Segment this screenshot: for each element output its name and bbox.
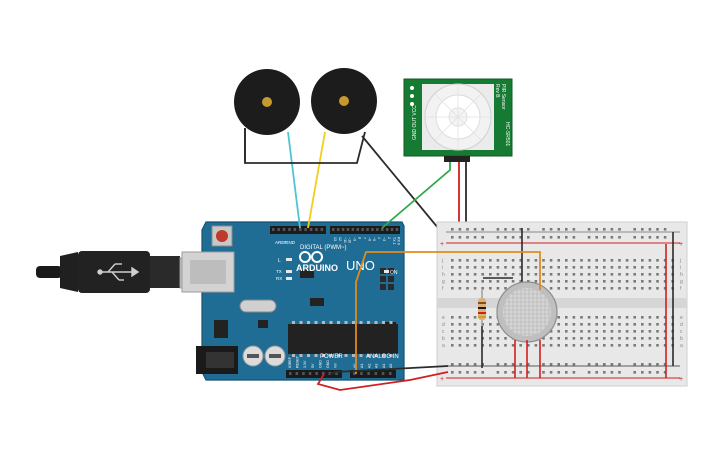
rx-led <box>286 277 292 280</box>
header-digital <box>330 226 400 234</box>
usb-icon <box>97 263 140 281</box>
row-letter: b <box>442 336 445 342</box>
digital-pin-label: ~9 <box>353 237 357 241</box>
row-letter: h <box>680 272 683 278</box>
rail-plus-top-right: + <box>679 241 683 248</box>
rail-plus-bottom-right: + <box>679 376 683 383</box>
analog-pin-label: A4 <box>382 364 386 368</box>
pir-model: HC-SR501 <box>504 122 510 146</box>
row-letter: f <box>680 286 682 292</box>
analog-pin-label: A2 <box>367 364 371 368</box>
tx-led <box>286 270 292 273</box>
row-letter: b <box>680 336 683 342</box>
wire-black-buzzer-gnd <box>361 135 449 241</box>
digital-pin-label: 13 <box>333 237 337 241</box>
row-letter: c <box>680 329 683 335</box>
digital-pin-label: RX 0 <box>397 237 401 245</box>
digital-pin-label: ~3 <box>382 237 386 241</box>
tx-label: TX <box>276 269 282 274</box>
digital-pin-label: 8 <box>358 237 362 239</box>
header-left <box>270 226 326 234</box>
row-letter: i <box>442 265 443 271</box>
row-letter: h <box>442 272 445 278</box>
buzzer-ground-wire <box>244 128 366 164</box>
analog-label: ANALOG IN <box>366 354 399 360</box>
digital-pin-label: 7 <box>362 237 366 239</box>
l-led <box>286 258 292 261</box>
power-pin-label: GND <box>326 360 330 368</box>
uno-label: UNO <box>346 258 375 273</box>
digital-label: DIGITAL (PWM~) <box>300 245 347 251</box>
digital-pin-label: 2 <box>387 237 391 239</box>
voltage-regulator <box>214 320 228 338</box>
row-letter: g <box>680 279 683 285</box>
wire-black-gnd <box>329 365 449 375</box>
row-letter: d <box>680 322 683 328</box>
gnd-label: GND <box>285 240 296 245</box>
row-letter: f <box>442 286 444 292</box>
rail-plus-bottom: + <box>440 376 444 383</box>
pir-rev: Rev B <box>494 84 500 98</box>
row-letter: d <box>442 322 445 328</box>
power-pin-label: 5V <box>311 363 315 368</box>
analog-pin-label: A5 <box>389 364 393 368</box>
analog-pin-label: A1 <box>360 364 364 368</box>
power-pin-label: RESET <box>296 355 300 368</box>
digital-pin-label: 12 <box>338 237 342 241</box>
row-letter: i <box>680 265 681 271</box>
power-pin-label: GND <box>318 360 322 368</box>
pir-header <box>444 156 470 162</box>
power-pin-label: 3.3V <box>303 360 307 368</box>
row-letter: e <box>680 315 683 321</box>
wire-green-pir-out <box>381 162 451 229</box>
digital-pin-label: ~5 <box>372 237 376 241</box>
l-label: L <box>278 258 281 264</box>
resistor[interactable] <box>478 290 486 326</box>
on-led <box>384 270 389 273</box>
wire-red-5v <box>316 371 449 391</box>
piezo-buzzer-right[interactable] <box>307 68 377 229</box>
digital-pin-label: ~11 <box>343 237 347 243</box>
rx-label: RX <box>276 276 282 281</box>
row-letter: g <box>442 279 445 285</box>
wire-orange-analog <box>355 251 541 374</box>
rail-plus-top: + <box>440 241 444 248</box>
row-letter: e <box>442 315 445 321</box>
digital-pin-label: ~6 <box>367 237 371 241</box>
pir-title: PIR Sensor <box>500 84 506 110</box>
power-pin-label: IOREF <box>288 356 292 368</box>
on-label: ON <box>390 270 398 276</box>
crystal <box>239 299 277 313</box>
header-power <box>286 370 342 378</box>
analog-pin-label: A0 <box>353 364 357 368</box>
pir-pin-labels: GND OUT VCC <box>412 105 418 140</box>
piezo-buzzer-left[interactable] <box>234 69 301 229</box>
digital-pin-label: TX 1 <box>392 237 396 245</box>
pir-sensor[interactable]: GND OUT VCC PIR Sensor Rev B HC-SR501 <box>403 78 513 162</box>
row-letter: a <box>680 343 683 349</box>
row-letter: j <box>679 258 681 264</box>
row-letter: j <box>441 258 443 264</box>
power-pin-label: Vin <box>334 363 338 368</box>
icsp-header <box>380 268 394 290</box>
analog-pin-label: A3 <box>375 364 379 368</box>
atmega-chip <box>288 321 398 357</box>
gas-sensor[interactable] <box>483 228 558 343</box>
digital-pin-label: ~10 <box>348 237 352 243</box>
aref-label: AREF <box>275 240 287 245</box>
arduino-uno-board[interactable]: DIGITAL (PWM~) ARDUINO UNO POWER ANALOG … <box>181 221 405 381</box>
digital-pin-label: 4 <box>377 237 381 239</box>
row-letter: a <box>442 343 445 349</box>
arduino-logo-text: ARDUINO <box>296 263 338 273</box>
power-label: POWER <box>320 354 343 360</box>
row-letter: c <box>442 329 445 335</box>
header-analog <box>350 370 396 378</box>
arduino-infinity-icon <box>299 251 323 263</box>
